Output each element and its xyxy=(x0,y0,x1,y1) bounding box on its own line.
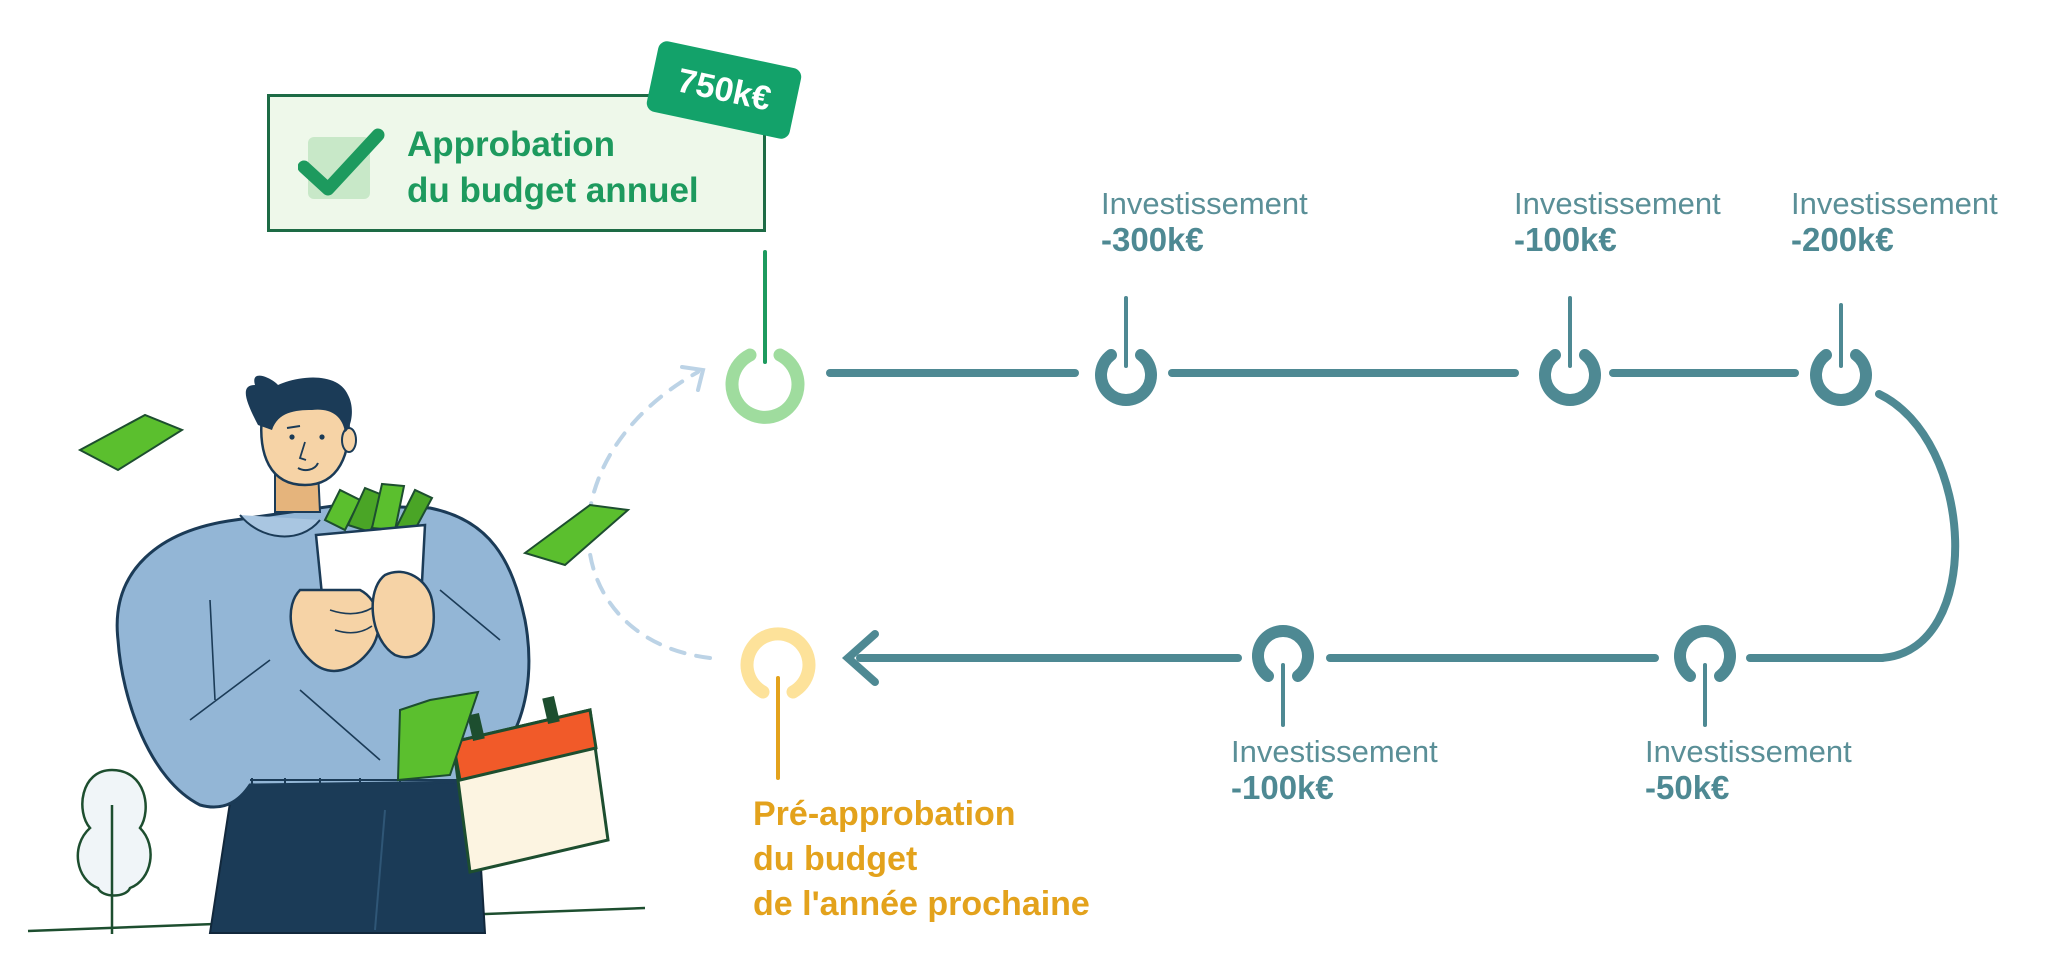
investment-node-1 xyxy=(1095,296,1157,406)
approval-title: Approbation du budget annuel xyxy=(407,125,699,210)
investment-node-3 xyxy=(1810,303,1872,406)
tree xyxy=(76,768,152,934)
timeline-arrowhead xyxy=(841,630,879,686)
investment-label-2: Investissement -100k€ xyxy=(1514,186,1721,258)
banknote-icon xyxy=(77,413,631,782)
approval-box: Approbation du budget annuel xyxy=(267,94,766,232)
investment-label-5: Investissement -100k€ xyxy=(1231,734,1438,806)
pre-approval-label: Pré-approbation du budget de l'année pro… xyxy=(753,795,1090,924)
investment-label-1: Investissement -300k€ xyxy=(1101,186,1308,258)
checkmark-icon xyxy=(298,128,385,199)
investment-label-3: Investissement -200k€ xyxy=(1791,186,1998,258)
end-node xyxy=(740,627,816,780)
timeline-return-curve xyxy=(1875,390,1960,662)
investment-node-4 xyxy=(1674,625,1736,727)
person-illustration xyxy=(27,375,646,934)
start-node xyxy=(725,250,805,424)
investment-label-4: Investissement -50k€ xyxy=(1645,734,1852,806)
investment-node-5 xyxy=(1252,625,1314,727)
investment-node-2 xyxy=(1539,296,1601,406)
calendar-icon xyxy=(451,695,610,874)
timeline xyxy=(826,369,1960,686)
